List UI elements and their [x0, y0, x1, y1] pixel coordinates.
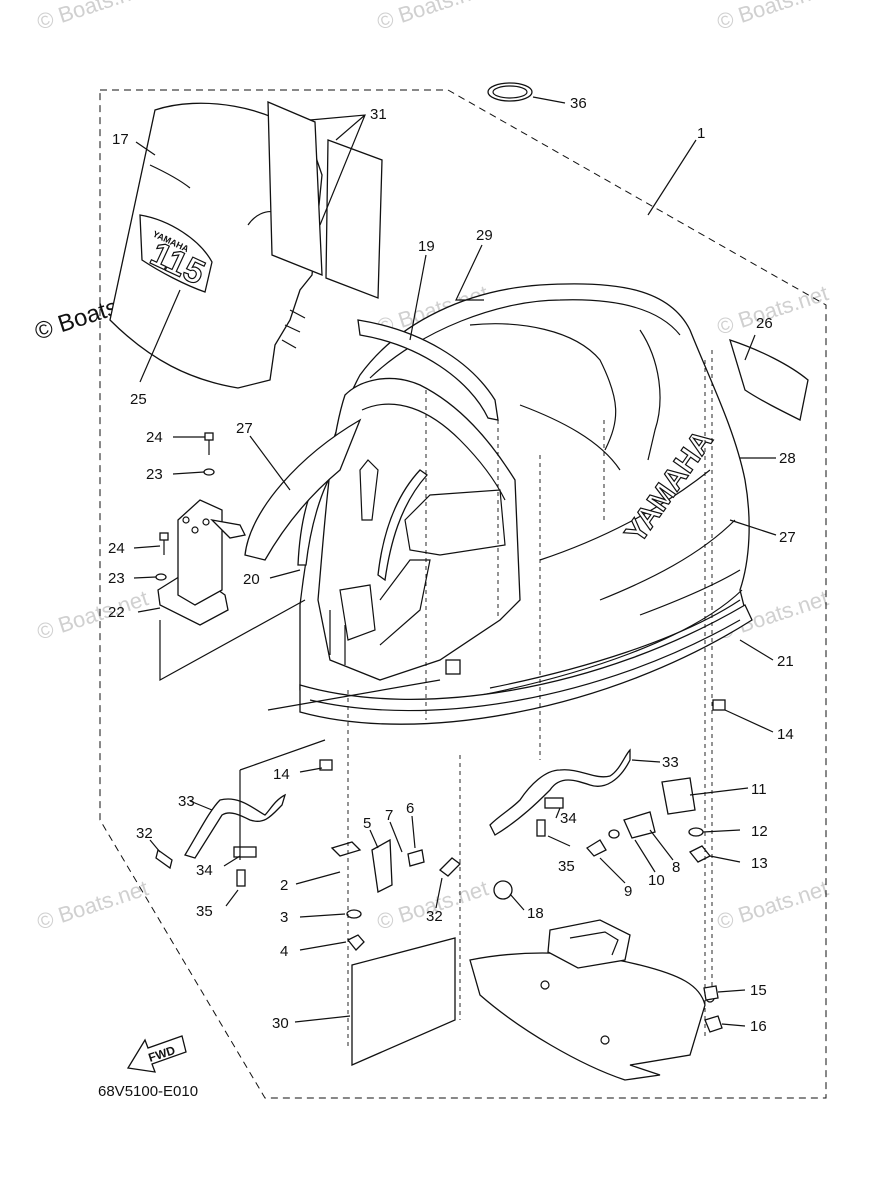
- callout-35-right: 35: [558, 858, 575, 875]
- callout-33-right: 33: [662, 754, 679, 771]
- callout-27-left: 27: [236, 420, 253, 437]
- callout-21: 21: [777, 653, 794, 670]
- callout-labels: 36 1 17 31 25 19 29 26 27 28 27 21 14 14…: [108, 95, 796, 1035]
- callout-36: 36: [570, 95, 587, 112]
- callout-7: 7: [385, 807, 393, 824]
- callout-34-right: 34: [560, 810, 577, 827]
- callout-4: 4: [280, 943, 288, 960]
- callout-26: 26: [756, 315, 773, 332]
- left-plate: [244, 418, 362, 561]
- watermark: © Boats.net: [714, 875, 831, 934]
- callout-27-right: 27: [779, 529, 796, 546]
- bottom-cover: [469, 919, 715, 1081]
- callout-3: 3: [280, 909, 288, 926]
- callout-10: 10: [648, 872, 665, 889]
- callout-33-left: 33: [178, 793, 195, 810]
- callout-17: 17: [112, 131, 129, 148]
- callout-24-top: 24: [146, 429, 163, 446]
- callout-13: 13: [751, 855, 768, 872]
- callout-8: 8: [672, 859, 680, 876]
- callout-12: 12: [751, 823, 768, 840]
- callout-20: 20: [243, 571, 260, 588]
- alignment-lines: [159, 350, 713, 1050]
- seal-ring-inner: [492, 85, 528, 99]
- hose-right: [489, 748, 631, 836]
- callout-32-left: 32: [136, 825, 153, 842]
- callout-22: 22: [108, 604, 125, 621]
- bottom-pad: [351, 937, 456, 1066]
- callout-15: 15: [750, 982, 767, 999]
- callout-25: 25: [130, 391, 147, 408]
- callout-2: 2: [280, 877, 288, 894]
- callout-28: 28: [779, 450, 796, 467]
- mount-bracket: [157, 499, 246, 626]
- assembly-outline: [99, 89, 827, 1099]
- callout-19: 19: [418, 238, 435, 255]
- fwd-arrow: FWD: [126, 1035, 187, 1073]
- callout-32-center: 32: [426, 908, 443, 925]
- watermark: © Boats.net: [714, 0, 831, 35]
- diagram-code: 68V5100-E010: [98, 1083, 198, 1100]
- watermark: © Boats.net: [34, 585, 151, 644]
- callout-24-bottom: 24: [108, 540, 125, 557]
- side-decal-panel: YAMAHA 115: [109, 102, 323, 389]
- bottom-seal: [299, 604, 753, 725]
- side-seal-right: [377, 469, 428, 582]
- top-cowling: YAMAHA: [299, 283, 750, 717]
- callout-9: 9: [624, 883, 632, 900]
- small-fittings: [155, 699, 726, 1033]
- damper-bump: [445, 659, 461, 675]
- callout-30: 30: [272, 1015, 289, 1032]
- hose-left: [184, 793, 287, 859]
- fasteners: [155, 432, 215, 581]
- callout-34-left: 34: [196, 862, 213, 879]
- callout-14-right: 14: [777, 726, 794, 743]
- callout-31: 31: [370, 106, 387, 123]
- callout-29: 29: [476, 227, 493, 244]
- leader-lines: [133, 96, 777, 1027]
- callout-1: 1: [697, 125, 705, 142]
- callout-18: 18: [527, 905, 544, 922]
- callout-14-left: 14: [273, 766, 290, 783]
- callout-5: 5: [363, 815, 371, 832]
- watermark: © Boats.net: [34, 0, 151, 35]
- foam-pads: [267, 101, 383, 299]
- top-seal: [357, 319, 499, 421]
- callout-35-left: 35: [196, 903, 213, 920]
- callout-6: 6: [406, 800, 414, 817]
- callout-11: 11: [751, 781, 767, 798]
- watermark: © Boats.net: [34, 875, 151, 934]
- rear-panel: [729, 338, 809, 421]
- callout-23-top: 23: [146, 466, 163, 483]
- watermark: © Boats.net: [374, 0, 491, 35]
- callout-16: 16: [750, 1018, 767, 1035]
- callout-23-bottom: 23: [108, 570, 125, 587]
